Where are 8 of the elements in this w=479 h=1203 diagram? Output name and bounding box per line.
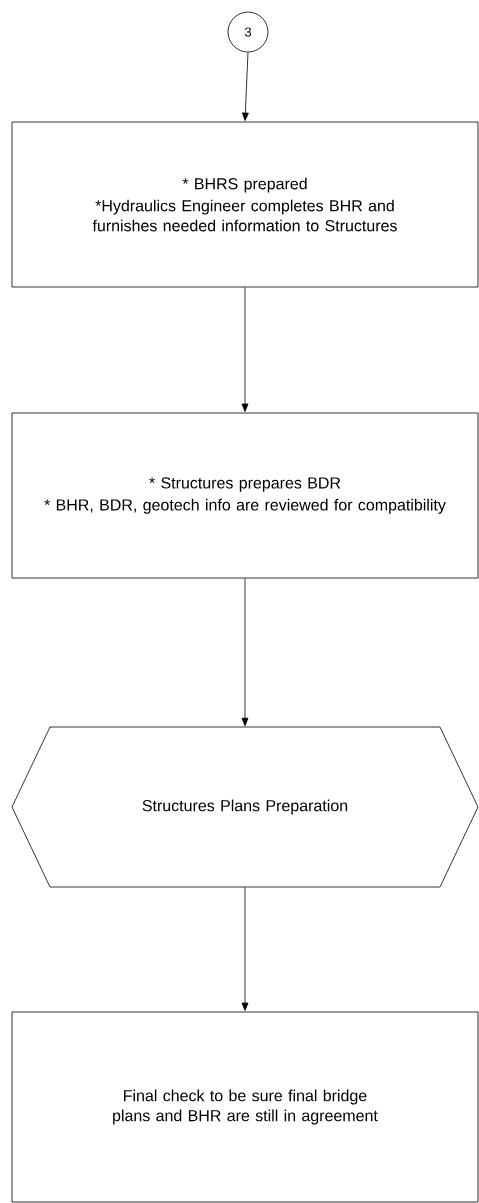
arrow [241,52,249,121]
process-box: * BHRS prepared *Hydraulics Engineer completes BHR and furnishes needed information to Structures [11,121,479,288]
process-box: * Structures prepares BDR * BHR, BDR, geotech info are reviewed for compatibility [11,412,479,579]
preparation-hexagon: Structures Plans Preparation [11,726,479,888]
arrow [241,287,249,412]
arrow [241,578,249,727]
arrow [241,886,249,1011]
process-box: Final check to be sure final bridge plans and BHR are still in agreement [11,1011,479,1203]
